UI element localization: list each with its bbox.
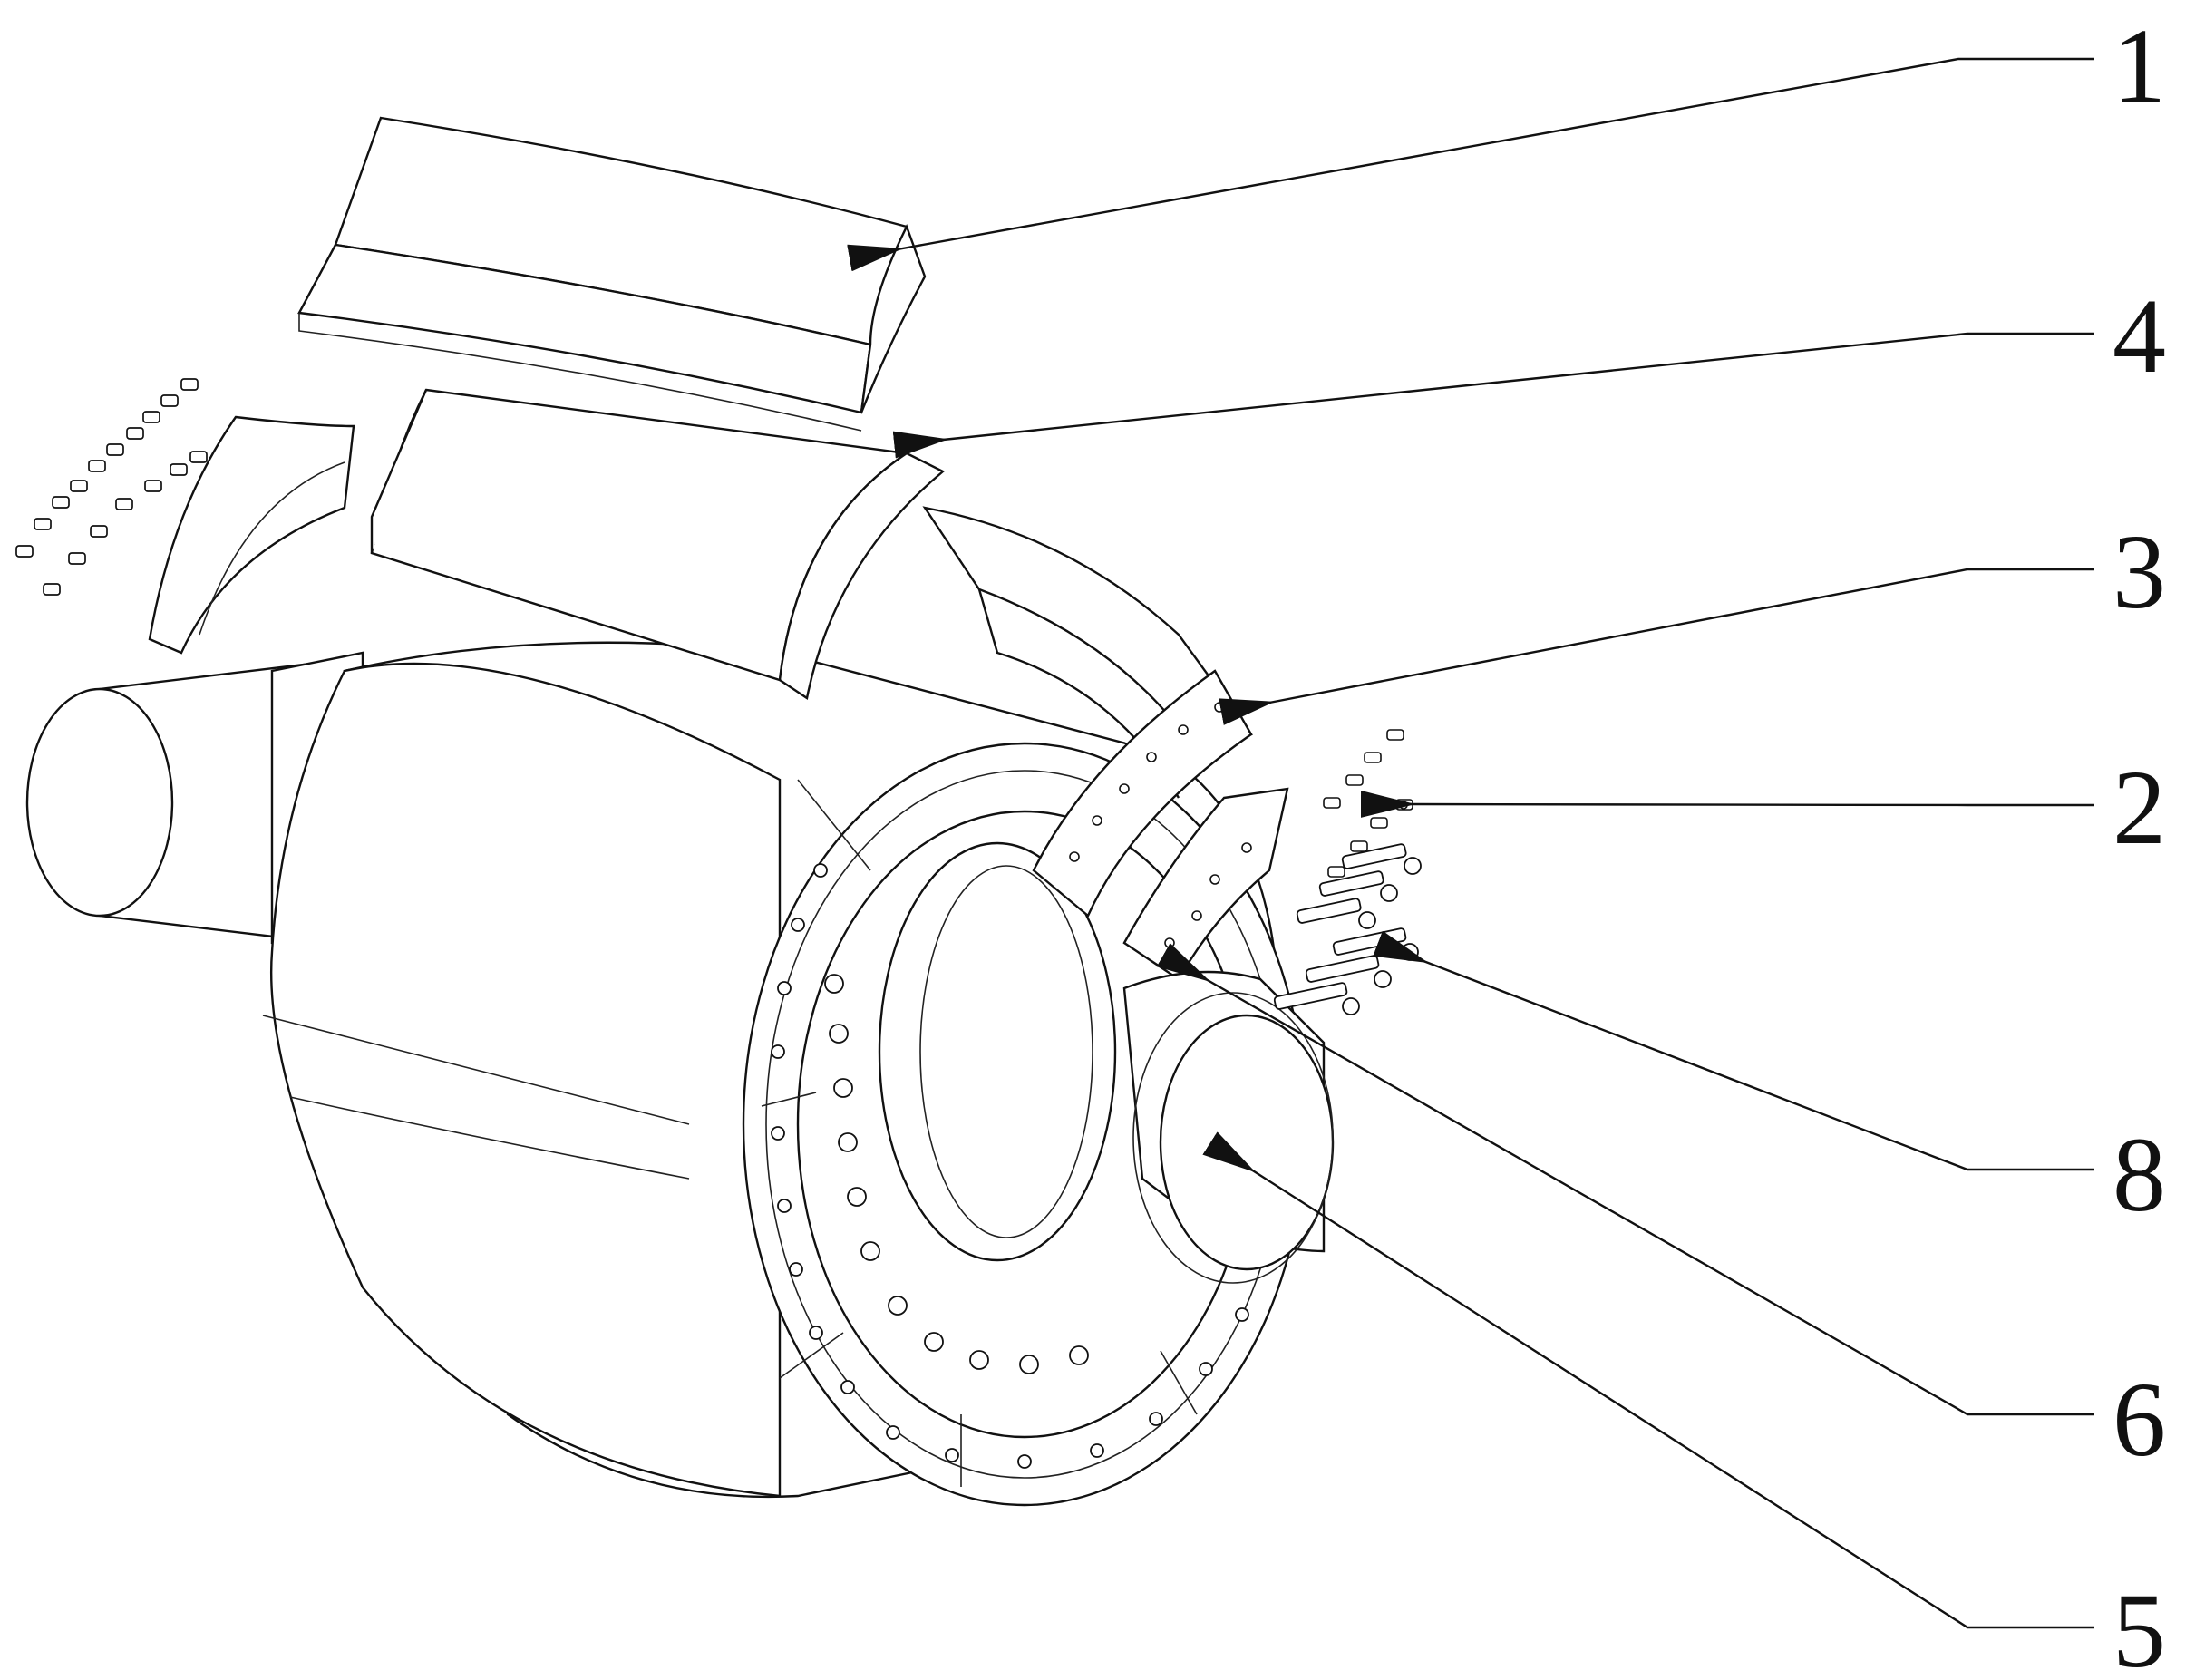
callout-6: 6 bbox=[2113, 1360, 2166, 1479]
leader-line-2 bbox=[1360, 790, 2094, 818]
cover-plate-part-3 bbox=[1032, 669, 1253, 918]
callout-labels: 1 4 3 2 8 6 5 bbox=[2113, 6, 2166, 1680]
left-arc-strip bbox=[148, 415, 355, 655]
callout-3: 3 bbox=[2113, 512, 2166, 631]
leader-line-6 bbox=[1156, 943, 2094, 1416]
callout-1: 1 bbox=[2113, 6, 2166, 125]
callout-8: 8 bbox=[2113, 1115, 2166, 1234]
leader-line-5 bbox=[1202, 1131, 2094, 1629]
callout-4: 4 bbox=[2113, 277, 2166, 395]
bolts-part-8 bbox=[1273, 843, 1422, 1015]
face-bolt-holes bbox=[771, 863, 1284, 1469]
hub bbox=[878, 841, 1117, 1262]
leader-line-8 bbox=[1373, 930, 2094, 1171]
leader-line-4 bbox=[892, 332, 2094, 459]
clamp-block-bolts bbox=[824, 974, 1089, 1374]
leader-line-1 bbox=[847, 57, 2094, 272]
wedge-block-part-4 bbox=[370, 388, 946, 700]
studded-shell-segment bbox=[270, 662, 782, 1498]
callout-2: 2 bbox=[2113, 748, 2166, 867]
leader-line-3 bbox=[1219, 568, 2094, 725]
callout-5: 5 bbox=[2113, 1571, 2166, 1680]
loose-screws-left bbox=[15, 378, 208, 596]
studded-segment-part-1 bbox=[297, 116, 927, 432]
leader-lines bbox=[847, 57, 2094, 1629]
